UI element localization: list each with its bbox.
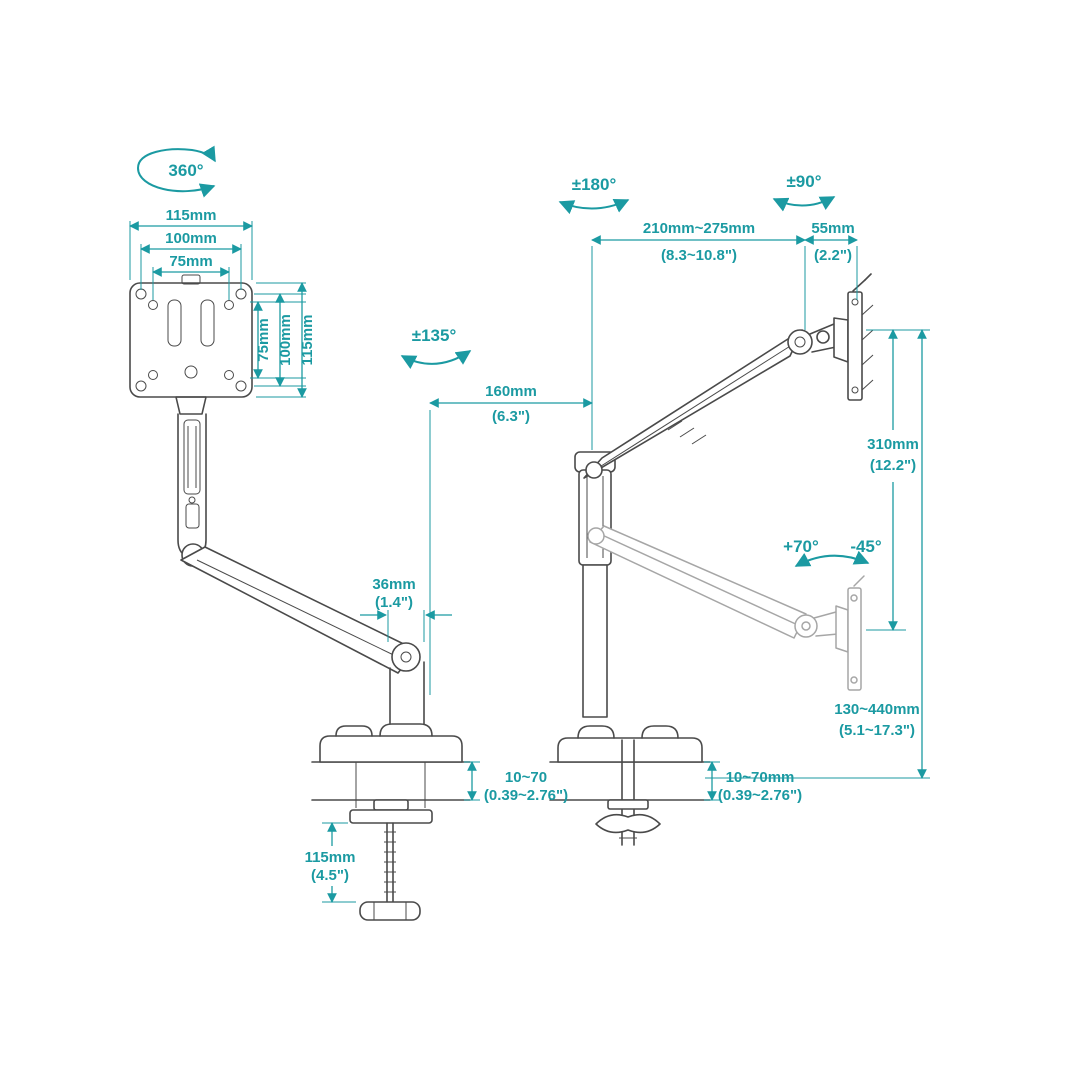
vesa-height-100-label: 100mm bbox=[277, 314, 294, 366]
screw-mm-label: 115mm bbox=[305, 849, 356, 866]
vesa-height-75-label: 75mm bbox=[255, 318, 272, 361]
dim-height-range: 130~440mm (5.1~17.3") bbox=[705, 329, 930, 779]
lower-arm-in-label: (6.3") bbox=[492, 408, 530, 425]
annotation-swivel-135: ±135° bbox=[400, 326, 472, 369]
clamp-thickness-mm-label: 10~70 bbox=[505, 769, 547, 786]
swivel-360-label: 360° bbox=[168, 161, 203, 180]
height-range-in-label: (5.1~17.3") bbox=[839, 722, 915, 739]
reach-mm-label: 210mm~275mm bbox=[643, 220, 755, 237]
clamp-thickness-in-label: (0.39~2.76") bbox=[484, 787, 568, 804]
grommet-thickness-in-label: (0.39~2.76") bbox=[718, 787, 802, 804]
vesa-width-115-label: 115mm bbox=[166, 207, 217, 224]
boss-in-label: (1.4") bbox=[375, 594, 413, 611]
grommet-thickness-mm-label: 10~70mm bbox=[726, 769, 795, 786]
head-in-label: (2.2") bbox=[814, 247, 852, 264]
riser-column bbox=[574, 451, 616, 718]
dim-vesa-widths: 115mm 100mm 75mm bbox=[129, 207, 253, 300]
vesa-width-100-label: 100mm bbox=[165, 230, 217, 247]
dim-reach-and-head: 210mm~275mm (8.3~10.8") 55mm (2.2") bbox=[591, 220, 858, 448]
lift-mm-label: 310mm bbox=[867, 436, 919, 453]
vesa-width-75-label: 75mm bbox=[169, 253, 212, 270]
dim-boss: 36mm (1.4") bbox=[360, 576, 452, 642]
dim-lift: 310mm (12.2") bbox=[866, 329, 930, 631]
ghost-arm-position bbox=[587, 525, 865, 691]
dim-lower-arm: 160mm (6.3") bbox=[429, 383, 593, 695]
annotation-swivel-180: ±180° bbox=[558, 175, 630, 215]
dim-screw-length: 115mm (4.5") bbox=[305, 822, 356, 903]
vesa-head-side bbox=[847, 273, 874, 401]
annotation-swivel-360: 360° bbox=[136, 145, 216, 198]
screw-in-label: (4.5") bbox=[311, 867, 349, 884]
left-arm bbox=[175, 396, 425, 725]
height-range-mm-label: 130~440mm bbox=[834, 701, 920, 718]
annotation-tilt-90: ±90° bbox=[772, 172, 836, 212]
gas-spring-arm bbox=[583, 317, 849, 479]
reach-in-label: (8.3~10.8") bbox=[661, 247, 737, 264]
lower-arm-mm-label: 160mm bbox=[485, 383, 537, 400]
desk-clamp-base bbox=[311, 723, 471, 921]
vesa-height-115-label: 115mm bbox=[299, 315, 316, 366]
vesa-plate-front bbox=[129, 274, 253, 398]
head-mm-label: 55mm bbox=[811, 220, 854, 237]
boss-mm-label: 36mm bbox=[372, 576, 415, 593]
dim-grommet-thickness: 10~70mm (0.39~2.76") bbox=[704, 761, 802, 804]
annotation-tilt-range: +70° -45° bbox=[783, 537, 882, 567]
swivel-135-label: ±135° bbox=[412, 326, 457, 345]
tilt-down-label: -45° bbox=[850, 537, 882, 556]
dim-vesa-heights: 75mm 100mm 115mm bbox=[250, 282, 316, 398]
swivel-180-label: ±180° bbox=[572, 175, 617, 194]
lift-in-label: (12.2") bbox=[870, 457, 916, 474]
grommet-mount bbox=[549, 725, 711, 846]
tilt-up-label: +70° bbox=[783, 537, 819, 556]
dim-clamp-thickness: 10~70 (0.39~2.76") bbox=[464, 761, 568, 804]
tilt-90-label: ±90° bbox=[786, 172, 821, 191]
